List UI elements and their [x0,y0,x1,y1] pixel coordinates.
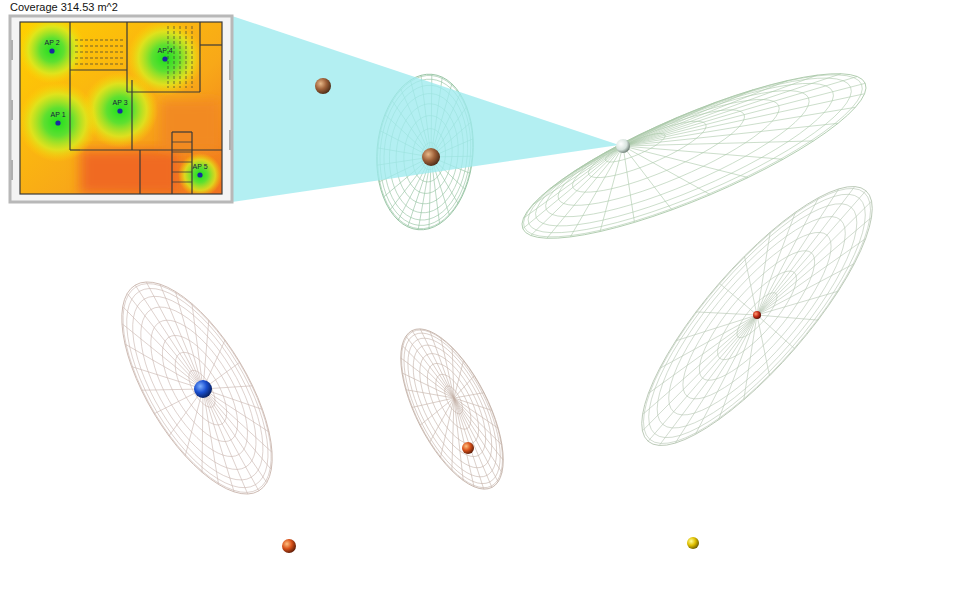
ellipsoid-wireframe [122,282,272,494]
node-sphere [422,148,440,166]
coverage-title: Coverage 314.53 m^2 [10,1,118,13]
ellipsoid-wireframe [401,329,503,489]
node-sphere [194,380,212,398]
access-point-label: AP 1 [50,111,65,119]
node-sphere [462,442,474,454]
access-point-dot [162,56,167,61]
access-point-dot [49,48,54,53]
node-sphere [687,537,699,549]
node-sphere [315,78,331,94]
access-point-label: AP 5 [192,163,207,171]
access-point-label: AP 3 [112,99,127,107]
coverage-heatmap [10,16,232,202]
node-sphere [282,539,296,553]
access-point-dot [55,120,60,125]
node-sphere [616,139,630,153]
view-frustum [232,16,619,202]
access-point-dot [197,172,202,177]
access-point-label: AP 4 [157,47,172,55]
access-point-dot [117,108,122,113]
ellipsoid-wireframe [642,187,873,446]
ellipsoid-wireframe [522,74,866,239]
node-sphere [753,311,761,319]
access-point-label: AP 2 [44,39,59,47]
